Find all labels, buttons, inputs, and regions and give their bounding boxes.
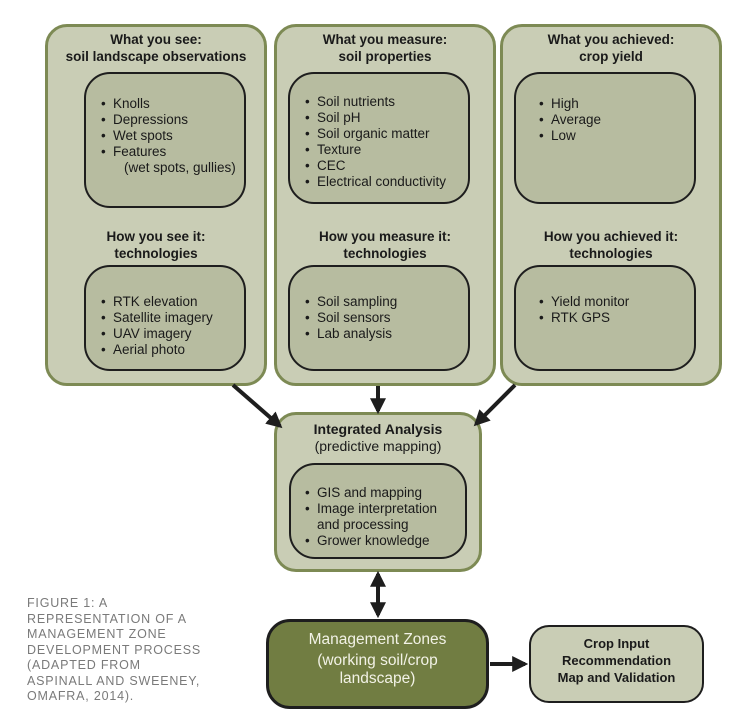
list-item: CEC <box>305 158 468 174</box>
management-zones-line: landscape) <box>339 670 416 687</box>
list-item: Low <box>539 128 694 144</box>
management-zones-title: Management Zones <box>308 631 447 648</box>
arrow-right-to-center <box>473 383 517 427</box>
column-2-top-heading: What you measure: soil properties <box>322 32 448 64</box>
column-3-bottom-heading: How you achieved it: technologies <box>543 229 679 261</box>
achieve-technologies-box: Yield monitor RTK GPS <box>514 265 696 371</box>
management-zones-line: (working soil/crop <box>317 652 438 669</box>
list-item: Texture <box>305 142 468 158</box>
integrated-analysis-heading: Integrated Analysis (predictive mapping) <box>313 421 443 454</box>
column-1-bottom-heading: How you see it: technologies <box>106 229 206 261</box>
list-item: RTK GPS <box>539 310 694 326</box>
list-item: Soil organic matter <box>305 126 468 142</box>
list-item: Aerial photo <box>101 342 244 358</box>
list-item: RTK elevation <box>101 294 244 310</box>
list-item: Image interpretation <box>305 501 465 517</box>
see-technologies-box: RTK elevation Satellite imagery UAV imag… <box>84 265 246 371</box>
list-item: Satellite imagery <box>101 310 244 326</box>
column-soil-properties: What you measure: soil properties Soil n… <box>274 24 496 386</box>
list-item: Soil pH <box>305 110 468 126</box>
list-item: GIS and mapping <box>305 485 465 501</box>
list-item: UAV imagery <box>101 326 244 342</box>
list-item: Knolls <box>101 96 244 112</box>
integrated-analysis-box: GIS and mapping Image interpretation and… <box>289 463 467 559</box>
column-1-top-heading: What you see: soil landscape observation… <box>65 32 247 64</box>
figure-caption: FIGURE 1: A REPRESENTATION OF A MANAGEME… <box>27 596 202 703</box>
list-item: Soil sensors <box>305 310 468 326</box>
observations-box: Knolls Depressions Wet spots Features(we… <box>84 72 246 208</box>
list-item: Electrical conductivity <box>305 174 468 190</box>
column-soil-landscape: What you see: soil landscape observation… <box>45 24 267 386</box>
column-crop-yield: What you achieved: crop yield High Avera… <box>500 24 722 386</box>
soil-properties-box: Soil nutrients Soil pH Soil organic matt… <box>288 72 470 204</box>
arrow-left-to-center <box>231 383 283 429</box>
column-3-top-heading: What you achieved: crop yield <box>547 32 675 64</box>
measure-technologies-box: Soil sampling Soil sensors Lab analysis <box>288 265 470 371</box>
list-item: Yield monitor <box>539 294 694 310</box>
list-item: Depressions <box>101 112 244 128</box>
list-item: Lab analysis <box>305 326 468 342</box>
management-zones-box: Management Zones (working soil/crop land… <box>266 619 489 709</box>
list-item: Wet spots <box>101 128 244 144</box>
list-item: Average <box>539 112 694 128</box>
list-item: High <box>539 96 694 112</box>
list-item: Features(wet spots, gullies) <box>101 144 244 176</box>
list-item: Soil sampling <box>305 294 468 310</box>
column-2-bottom-heading: How you measure it: technologies <box>318 229 452 261</box>
integrated-analysis-panel: Integrated Analysis (predictive mapping)… <box>274 412 482 572</box>
list-item: Soil nutrients <box>305 94 468 110</box>
crop-input-box: Crop Input Recommendation Map and Valida… <box>529 625 704 703</box>
crop-yield-box: High Average Low <box>514 72 696 204</box>
list-item: Grower knowledge <box>305 533 465 549</box>
list-item: and processing <box>317 517 409 532</box>
